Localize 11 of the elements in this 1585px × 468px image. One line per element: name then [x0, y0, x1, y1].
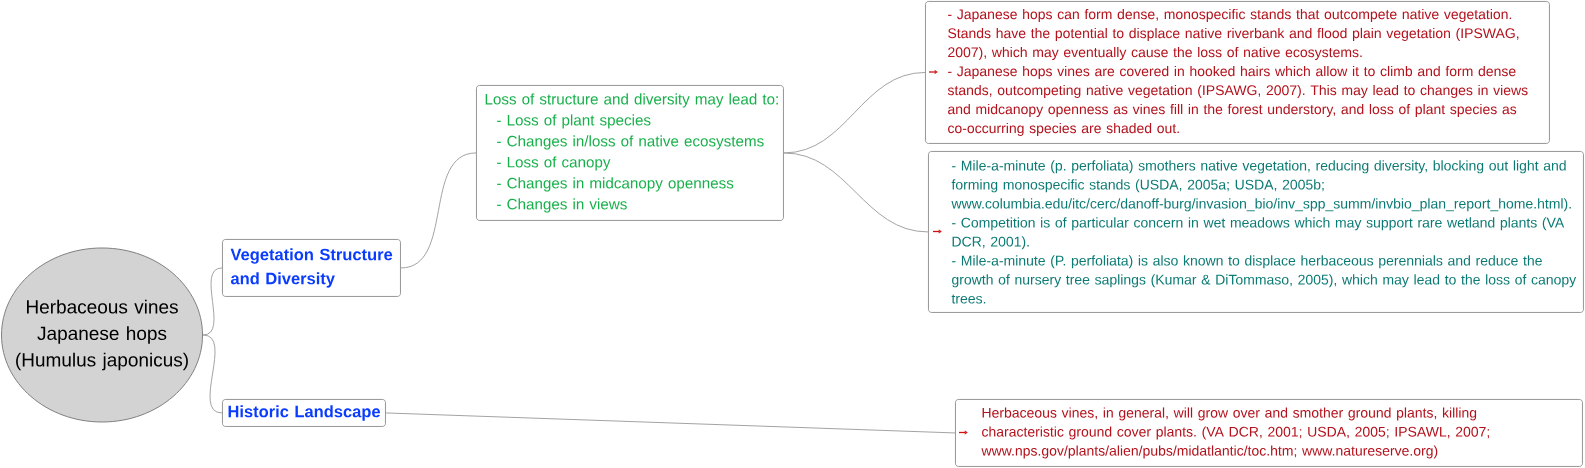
connector: [385, 412, 956, 434]
note-box: Loss of structure and diversity may lead to: - Loss of plant species - Changes in/loss of native ecosystems - Loss of canopy - Changes in midcanopy openness - Changes in views: [476, 85, 784, 221]
note-box: Herbaceous vines, in general, will grow over and smother ground plants, killing characteristic ground cover plants. (VA DCR, 2001; USDA, 2005; IPSAWL, 2007; www.nps.gov/plants/alien/pubs/midatlantic/toc.htm; www.natureserve.org): [955, 399, 1583, 467]
connector: [400, 152, 477, 269]
topic-box: Historic Landscape: [222, 399, 386, 427]
connector: [202, 334, 223, 414]
note-box: - Japanese hops can form dense, monospecific stands that outcompete native vegetation. Stands have the potential to displace native riverbank and flood plain vegetation (IPSWAG, 2007), which may eventually cause the loss of native ecosystems. - Japanese hops vines are covered in hooked hairs which allow it to climb and form dense stands, outcompeting native vegetation (IPSAWG, 2007). This may lead to changes in views and midcanopy openness as vines fill in the forest understory, and loss of plant species as co-occurring species are shaded out.: [925, 1, 1550, 144]
topic-box: Vegetation Structure and Diversity: [222, 239, 401, 297]
connector: [202, 267, 223, 336]
note-box: - Mile-a-minute (p. perfoliata) smothers native vegetation, reducing diversity, blocking out light and forming monospecific stands (USDA, 2005a; USDA, 2005b; www.columbia.edu/itc/cerc/danoff-burg/invasion_bio/inv_spp_summ/invbio_plan_report_home.html). - Competition is of particular concern in wet meadows which may support rare wetland plants (VA DCR, 2001). - Mile-a-minute (P. perfoliata) is also known to displace herbaceous perennials and reduce the growth of nursery tree saplings (Kumar & DiTommaso, 2005), which may lead to the loss of canopy trees.: [928, 151, 1584, 313]
connector: [783, 152, 929, 233]
